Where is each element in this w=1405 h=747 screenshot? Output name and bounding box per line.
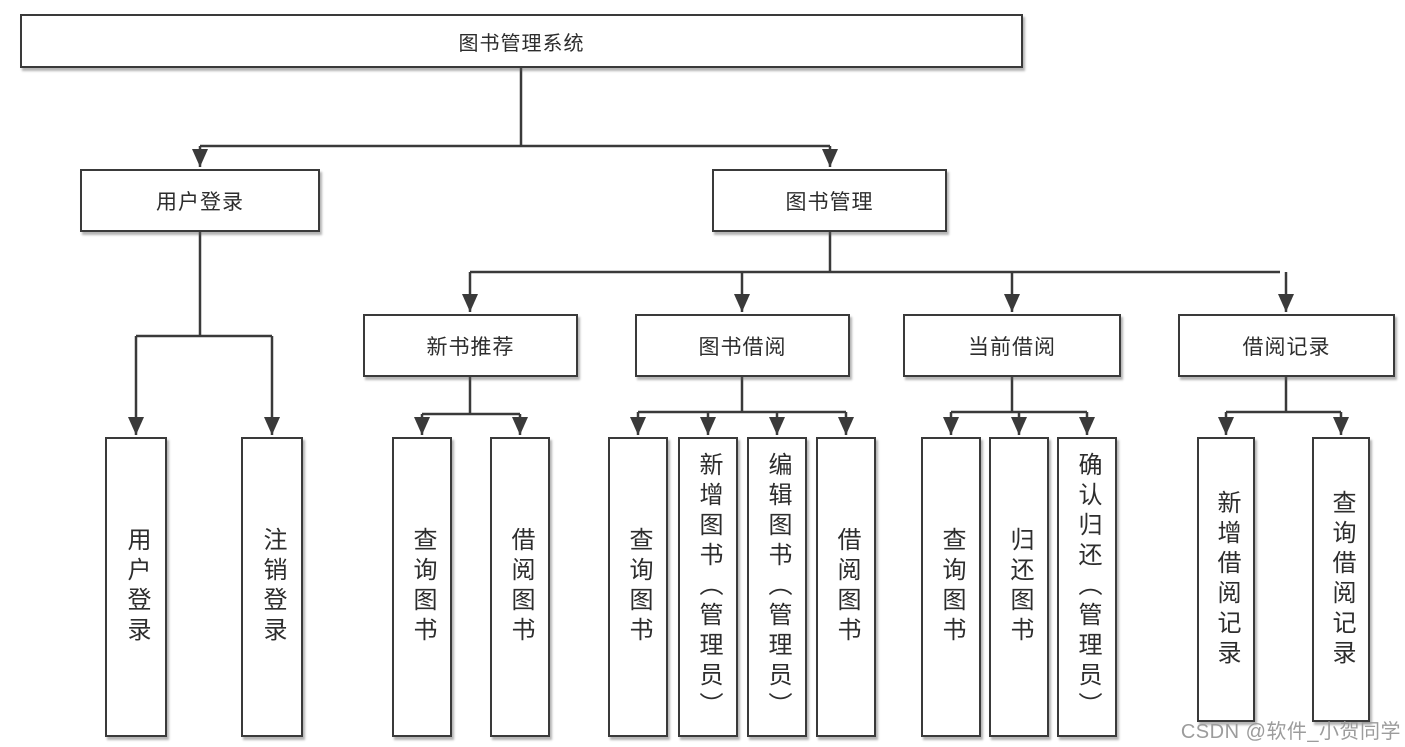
node-label: 用户登录 bbox=[156, 190, 244, 214]
node-label: 用户登录 bbox=[123, 527, 150, 647]
leaf-query-books-recommend: 查询图书 bbox=[392, 437, 452, 737]
node-label: 注销登录 bbox=[259, 527, 286, 647]
node-label: 图书借阅 bbox=[698, 335, 787, 359]
node-label: 图书管理系统 bbox=[458, 32, 585, 55]
node-label: 当前借阅 bbox=[968, 335, 1056, 359]
node-current-borrowing: 当前借阅 bbox=[903, 314, 1121, 377]
leaf-logout: 注销登录 bbox=[241, 437, 303, 737]
connector-trunk-lines bbox=[136, 68, 1341, 416]
node-label: 查询图书 bbox=[625, 527, 652, 647]
node-label: 借阅图书 bbox=[507, 527, 534, 647]
node-label: 归还图书 bbox=[1006, 527, 1033, 647]
leaf-borrow-books-borrowing: 借阅图书 bbox=[816, 437, 876, 737]
leaf-query-books-borrowing: 查询图书 bbox=[608, 437, 668, 737]
node-label: 查询图书 bbox=[938, 527, 965, 647]
leaf-add-borrow-record: 新增借阅记录 bbox=[1197, 437, 1255, 722]
leaf-user-login: 用户登录 bbox=[105, 437, 167, 737]
leaf-edit-book-admin: 编辑图书（管理员） bbox=[747, 437, 807, 737]
leaf-query-books-current: 查询图书 bbox=[921, 437, 981, 737]
node-book-borrowing: 图书借阅 bbox=[635, 314, 850, 377]
node-label: 新增图书（管理员） bbox=[695, 452, 722, 722]
node-library-management-system: 图书管理系统 bbox=[20, 14, 1023, 68]
node-label: 查询图书 bbox=[409, 527, 436, 647]
leaf-return-books: 归还图书 bbox=[989, 437, 1049, 737]
node-label: 编辑图书（管理员） bbox=[764, 452, 791, 722]
node-new-book-recommendation: 新书推荐 bbox=[363, 314, 578, 377]
node-label: 图书管理 bbox=[785, 190, 874, 214]
node-label: 确认归还（管理员） bbox=[1074, 452, 1101, 722]
node-user-login: 用户登录 bbox=[80, 169, 320, 232]
leaf-borrow-books-recommend: 借阅图书 bbox=[490, 437, 550, 737]
node-label: 新书推荐 bbox=[426, 335, 515, 359]
leaf-confirm-return-admin: 确认归还（管理员） bbox=[1057, 437, 1117, 737]
node-label: 借阅记录 bbox=[1242, 335, 1331, 359]
watermark: CSDN @软件_小贺同学 bbox=[1180, 721, 1401, 743]
node-label: 新增借阅记录 bbox=[1213, 489, 1240, 670]
leaf-query-borrow-record: 查询借阅记录 bbox=[1312, 437, 1370, 722]
leaf-add-book-admin: 新增图书（管理员） bbox=[678, 437, 738, 737]
node-book-management: 图书管理 bbox=[712, 169, 947, 232]
node-label: 借阅图书 bbox=[833, 527, 860, 647]
node-label: 查询借阅记录 bbox=[1328, 489, 1355, 670]
node-borrowing-records: 借阅记录 bbox=[1178, 314, 1395, 377]
